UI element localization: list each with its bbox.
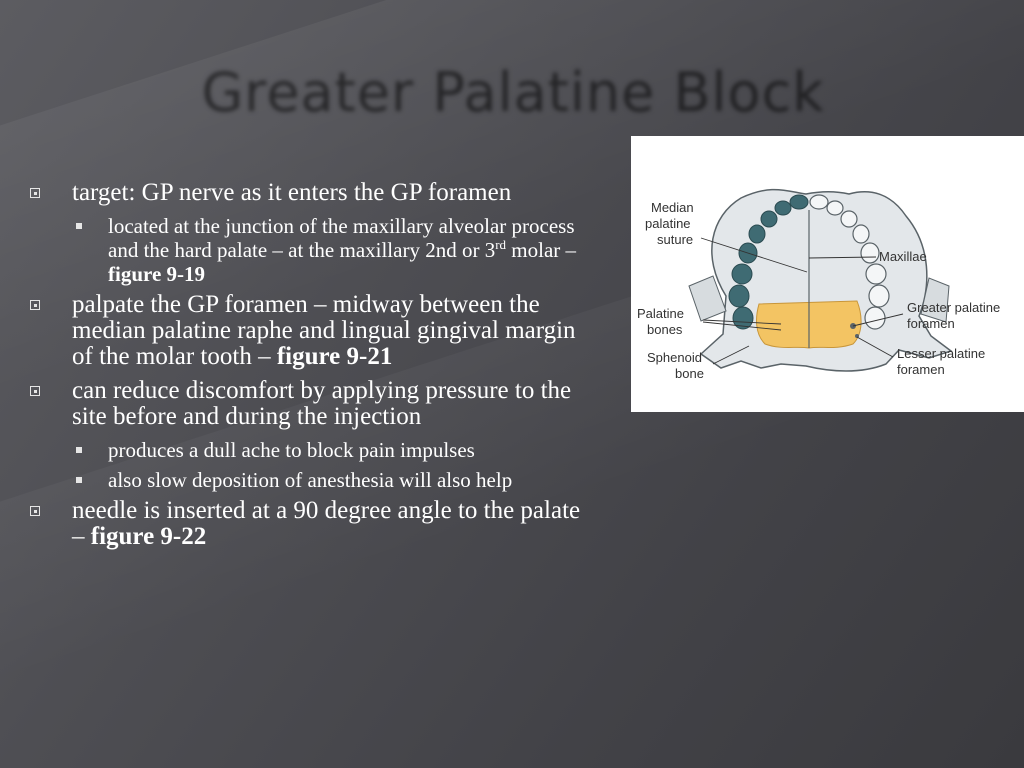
bullet-list: target: GP nerve as it enters the GP for…	[28, 180, 588, 558]
bullet-item: target: GP nerve as it enters the GP for…	[28, 180, 588, 206]
teeth-right	[809, 194, 890, 330]
sub-bullet-item: produces a dull ache to block pain impul…	[28, 438, 588, 462]
label-greater-palatine: Greater palatine	[907, 300, 1000, 315]
slide-title: Greater Palatine Block	[0, 58, 1024, 121]
label-maxillae: Maxillae	[879, 249, 927, 264]
sphenoid-bone	[920, 277, 950, 323]
filled-square-bullet-icon	[76, 447, 82, 453]
label-median: palatine	[645, 216, 691, 231]
filled-square-bullet-icon	[76, 223, 82, 229]
square-bullet-icon	[30, 300, 40, 310]
label-sphenoid: bone	[675, 366, 704, 381]
label-lesser-palatine: foramen	[897, 362, 945, 377]
label-sphenoid: Sphenoid	[647, 350, 702, 365]
sphenoid-bone	[688, 275, 727, 322]
label-palatine: Palatine	[637, 306, 684, 321]
teeth-left	[728, 194, 809, 330]
label-palatine: bones	[647, 322, 683, 337]
sub-bullet-item: also slow deposition of anesthesia will …	[28, 468, 588, 492]
bullet-item: can reduce discomfort by applying pressu…	[28, 378, 588, 430]
square-bullet-icon	[30, 386, 40, 396]
bullet-item: palpate the GP foramen – midway between …	[28, 292, 588, 370]
filled-square-bullet-icon	[76, 477, 82, 483]
label-median: suture	[657, 232, 693, 247]
bullet-item: needle is inserted at a 90 degree angle …	[28, 498, 588, 550]
label-median: Median	[651, 200, 694, 215]
square-bullet-icon	[30, 188, 40, 198]
square-bullet-icon	[30, 506, 40, 516]
label-greater-palatine: foramen	[907, 316, 955, 331]
palate-diagram: Median palatine suture Maxillae Palatine…	[631, 136, 1024, 412]
sub-bullet-item: located at the junction of the maxillary…	[28, 214, 588, 286]
label-lesser-palatine: Lesser palatine	[897, 346, 985, 361]
lesser-palatine-foramen	[855, 334, 859, 338]
